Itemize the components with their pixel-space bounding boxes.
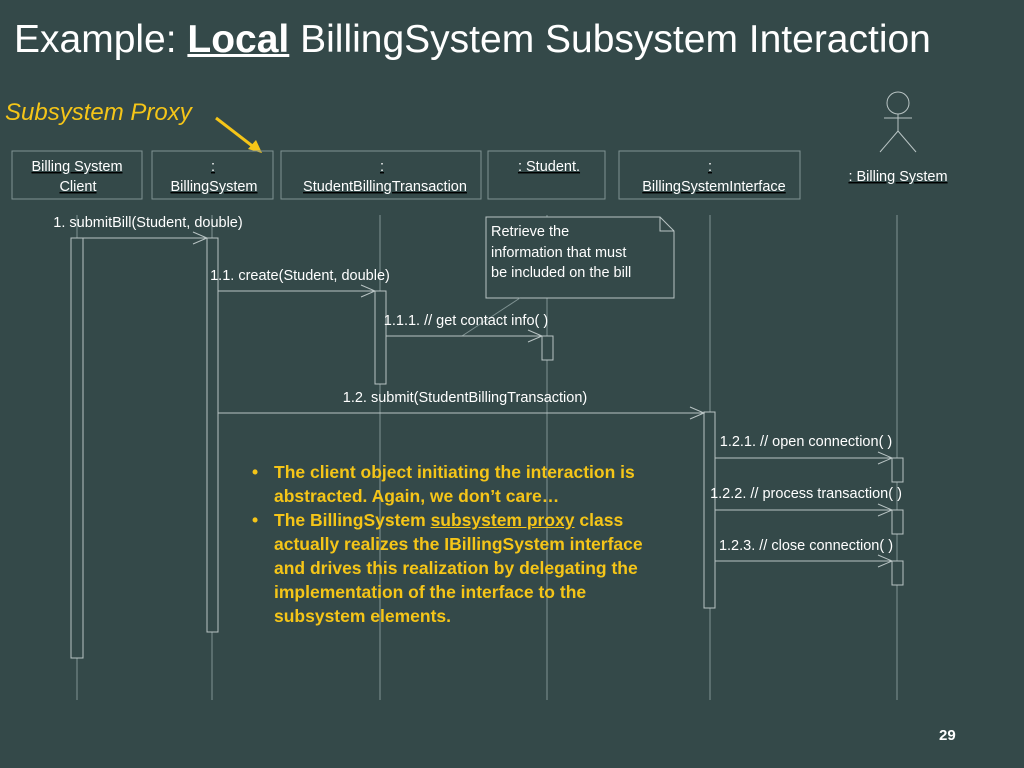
object-label: : (380, 159, 384, 175)
message-label: 1.2.2. // process transaction( ) (710, 486, 902, 502)
bullet-text: The BillingSystem (274, 510, 431, 530)
title-emphasis: Local (187, 18, 290, 61)
actor-label: : Billing System (848, 169, 947, 185)
object-label: BillingSystem (170, 179, 257, 195)
message-arrows (83, 231, 894, 568)
message-label: 1.2. submit(StudentBillingTransaction) (343, 390, 587, 406)
message-label: 1.2.1. // open connection( ) (720, 434, 893, 450)
object-label: : Student. (518, 159, 580, 175)
subsystem-proxy-term: subsystem proxy (430, 510, 575, 530)
object-label: BillingSystemInterface (642, 179, 785, 195)
slide-title: Example: Local BillingSystem Subsystem I… (14, 18, 931, 62)
page-number: 29 (939, 727, 956, 744)
message-label: 1.1.1. // get contact info( ) (384, 313, 548, 329)
message-label: 1. submitBill(Student, double) (53, 215, 242, 231)
note-text: Retrieve the (491, 224, 569, 240)
title-prefix: Example: (14, 18, 188, 61)
subsystem-proxy-callout: Subsystem Proxy (5, 99, 192, 126)
object-box-billingsystem (151, 150, 274, 200)
object-box-sbt (280, 150, 482, 200)
note-text: be included on the bill (491, 265, 631, 281)
actor-icon (879, 91, 917, 153)
message-label: 1.2.3. // close connection( ) (719, 538, 893, 554)
object-box-bsi (618, 150, 801, 200)
bullet-icon: • (252, 462, 259, 482)
callout-arrow-icon (215, 116, 262, 153)
message-label: 1.1. create(Student, double) (210, 268, 390, 284)
object-label: StudentBillingTransaction (303, 179, 467, 195)
bullet-item: • The client object initiating the intera… (250, 460, 670, 508)
bullet-icon: • (252, 510, 259, 530)
object-label: Billing System (31, 159, 122, 175)
activation-bars (70, 237, 904, 659)
title-suffix: BillingSystem Subsystem Interaction (289, 18, 931, 61)
bullet-text: class actually realizes the IBillingSyst… (274, 510, 643, 626)
object-label: Client (59, 179, 96, 195)
object-box-client (11, 150, 143, 200)
note-text: information that must (491, 245, 626, 261)
object-box-student (487, 150, 606, 200)
note: Retrieve the information that must be in… (461, 216, 675, 337)
bullet-list: • The client object initiating the intera… (250, 460, 670, 628)
bullet-text: The client object initiating the interac… (274, 462, 635, 506)
bullet-item: • The BillingSystem subsystem proxy class… (250, 508, 670, 628)
object-label: : (708, 159, 712, 175)
object-label: : (211, 159, 215, 175)
